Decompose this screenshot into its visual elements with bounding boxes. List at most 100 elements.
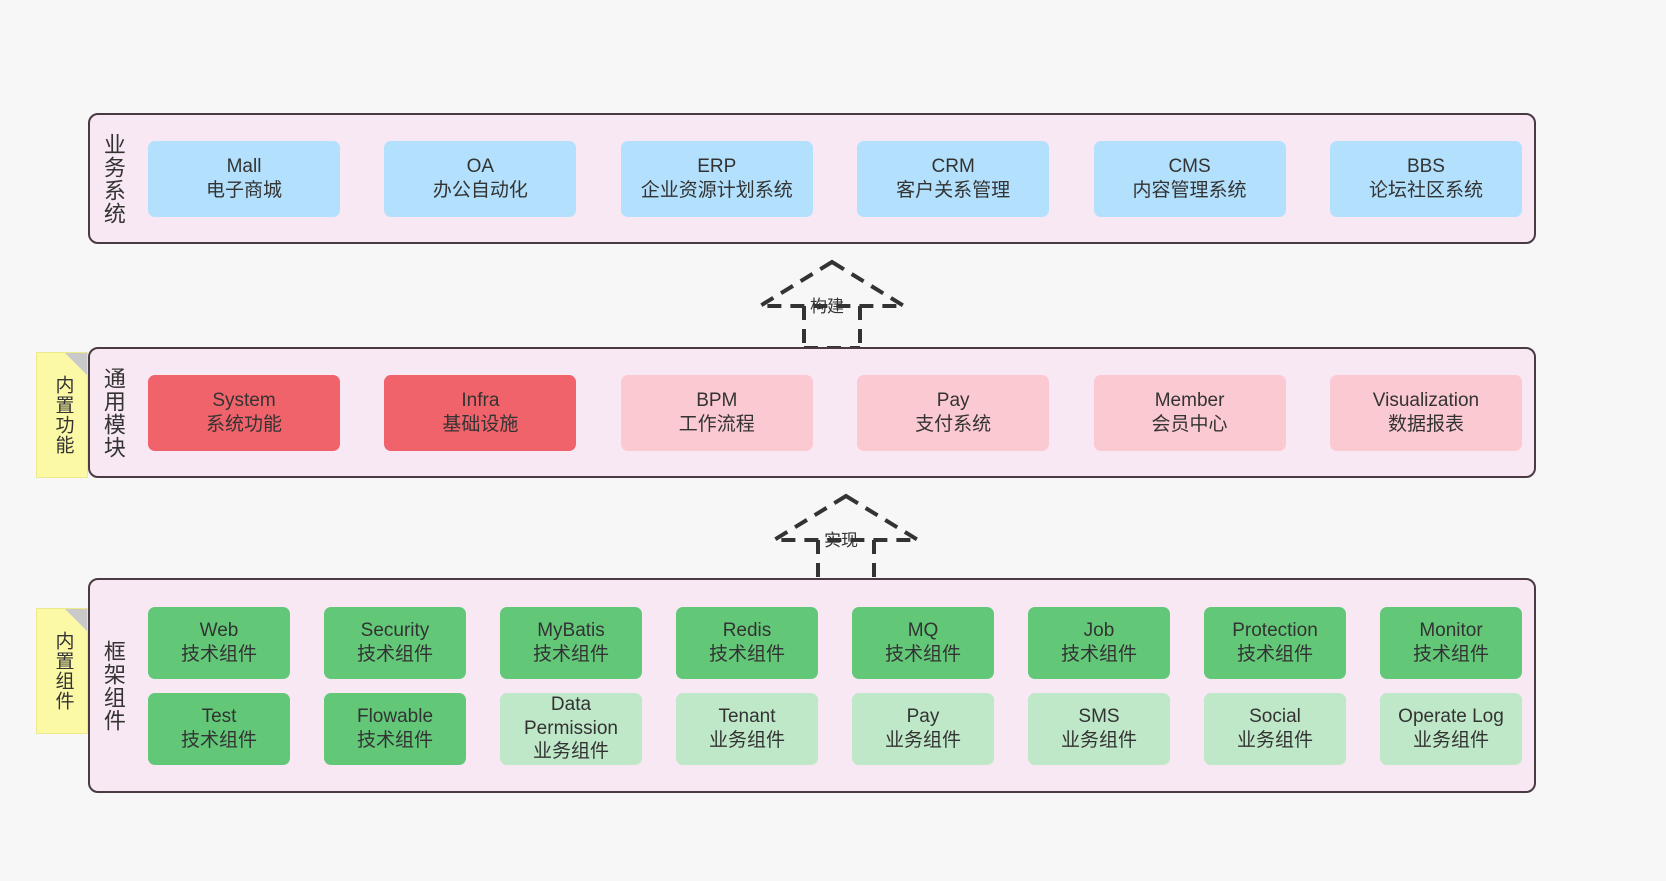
card-bbs[interactable]: BBS 论坛社区系统 bbox=[1329, 140, 1522, 217]
card-subtitle: 技术组件 bbox=[356, 643, 433, 665]
card-subtitle: 内容管理系统 bbox=[1132, 179, 1247, 201]
card-bpm[interactable]: BPM 工作流程 bbox=[620, 374, 813, 451]
card-title: Protection bbox=[1232, 619, 1318, 641]
card-title: Infra bbox=[461, 389, 500, 411]
sticky-note-text: 内置功能 bbox=[52, 375, 74, 455]
card-title: System bbox=[212, 389, 276, 411]
card-subtitle: 技术组件 bbox=[1060, 643, 1137, 665]
card-title: Monitor bbox=[1419, 619, 1483, 641]
card-row: System 系统功能 Infra 基础设施 BPM 工作流程 Pay 支付系统… bbox=[148, 374, 1522, 451]
card-redis[interactable]: Redis 技术组件 bbox=[676, 606, 818, 679]
sticky-note-text: 内置组件 bbox=[52, 631, 74, 711]
card-cms[interactable]: CMS 内容管理系统 bbox=[1093, 140, 1286, 217]
layer-label-framework-component: 框架组件 bbox=[100, 639, 126, 732]
card-title: MQ bbox=[907, 619, 939, 641]
card-protection[interactable]: Protection 技术组件 bbox=[1204, 606, 1346, 679]
layer-body-common-module: System 系统功能 Infra 基础设施 BPM 工作流程 Pay 支付系统… bbox=[136, 349, 1534, 476]
card-mybatis[interactable]: MyBatis 技术组件 bbox=[500, 606, 642, 679]
card-visualization[interactable]: Visualization 数据报表 bbox=[1329, 374, 1522, 451]
card-web[interactable]: Web 技术组件 bbox=[148, 606, 290, 679]
card-subtitle: 技术组件 bbox=[532, 643, 609, 665]
card-title: Mall bbox=[226, 155, 262, 177]
card-subtitle: 支付系统 bbox=[915, 413, 992, 435]
card-social[interactable]: Social 业务组件 bbox=[1204, 692, 1346, 765]
card-title: ERP bbox=[697, 155, 737, 177]
card-pay-component[interactable]: Pay 业务组件 bbox=[852, 692, 994, 765]
card-title: MyBatis bbox=[537, 619, 605, 641]
card-subtitle: 业务组件 bbox=[1412, 729, 1489, 751]
card-subtitle: 数据报表 bbox=[1387, 413, 1464, 435]
card-operate-log[interactable]: Operate Log 业务组件 bbox=[1380, 692, 1522, 765]
card-row: Mall 电子商城 OA 办公自动化 ERP 企业资源计划系统 CRM 客户关系… bbox=[148, 140, 1522, 217]
card-subtitle: 客户关系管理 bbox=[896, 179, 1011, 201]
connector-implement-label: 实现 bbox=[824, 531, 858, 550]
card-subtitle: 技术组件 bbox=[356, 729, 433, 751]
card-title: Web bbox=[199, 619, 239, 641]
connector-build: 构建 bbox=[752, 258, 912, 350]
card-subtitle: 系统功能 bbox=[205, 413, 282, 435]
card-subtitle: 技术组件 bbox=[180, 643, 257, 665]
card-subtitle: 技术组件 bbox=[1236, 643, 1313, 665]
card-tenant[interactable]: Tenant 业务组件 bbox=[676, 692, 818, 765]
card-title: Redis bbox=[722, 619, 772, 641]
card-sms[interactable]: SMS 业务组件 bbox=[1028, 692, 1170, 765]
card-mq[interactable]: MQ 技术组件 bbox=[852, 606, 994, 679]
card-crm[interactable]: CRM 客户关系管理 bbox=[857, 140, 1050, 217]
card-row-business: Test 技术组件 Flowable 技术组件 Data Permission … bbox=[148, 692, 1522, 765]
card-subtitle: 企业资源计划系统 bbox=[640, 179, 793, 201]
card-subtitle: 技术组件 bbox=[708, 643, 785, 665]
card-title: Pay bbox=[936, 389, 970, 411]
layer-body-business-system: Mall 电子商城 OA 办公自动化 ERP 企业资源计划系统 CRM 客户关系… bbox=[136, 115, 1534, 242]
card-oa[interactable]: OA 办公自动化 bbox=[384, 140, 577, 217]
card-subtitle: 会员中心 bbox=[1151, 413, 1228, 435]
card-erp[interactable]: ERP 企业资源计划系统 bbox=[620, 140, 813, 217]
card-title: Visualization bbox=[1372, 389, 1480, 411]
card-title: Pay bbox=[906, 705, 940, 727]
card-title: Data Permission bbox=[524, 694, 618, 739]
card-subtitle: 电子商城 bbox=[205, 179, 282, 201]
card-job[interactable]: Job 技术组件 bbox=[1028, 606, 1170, 679]
card-mall[interactable]: Mall 电子商城 bbox=[148, 140, 340, 217]
card-title: BPM bbox=[696, 389, 738, 411]
card-flowable[interactable]: Flowable 技术组件 bbox=[324, 692, 466, 765]
card-security[interactable]: Security 技术组件 bbox=[324, 606, 466, 679]
card-subtitle: 业务组件 bbox=[532, 741, 609, 763]
card-subtitle: 工作流程 bbox=[678, 413, 755, 435]
card-subtitle: 业务组件 bbox=[884, 729, 961, 751]
layer-body-framework-component: Web 技术组件 Security 技术组件 MyBatis 技术组件 Redi… bbox=[136, 580, 1534, 791]
layer-label-business-system: 业务系统 bbox=[100, 132, 126, 225]
card-member[interactable]: Member 会员中心 bbox=[1093, 374, 1286, 451]
card-infra[interactable]: Infra 基础设施 bbox=[384, 374, 577, 451]
card-title: Flowable bbox=[356, 705, 434, 727]
card-title: Security bbox=[360, 619, 430, 641]
connector-build-label: 构建 bbox=[810, 297, 844, 316]
card-test[interactable]: Test 技术组件 bbox=[148, 692, 290, 765]
card-monitor[interactable]: Monitor 技术组件 bbox=[1380, 606, 1522, 679]
sticky-note-builtin-component: 内置组件 bbox=[36, 608, 88, 734]
card-subtitle: 技术组件 bbox=[884, 643, 961, 665]
card-title: Test bbox=[201, 705, 237, 727]
card-subtitle: 技术组件 bbox=[1412, 643, 1489, 665]
card-subtitle: 办公自动化 bbox=[432, 179, 528, 201]
sticky-note-builtin-function: 内置功能 bbox=[36, 352, 88, 478]
card-title: Social bbox=[1249, 705, 1301, 727]
card-row-technical: Web 技术组件 Security 技术组件 MyBatis 技术组件 Redi… bbox=[148, 606, 1522, 679]
card-system[interactable]: System 系统功能 bbox=[148, 374, 340, 451]
card-title: Member bbox=[1154, 389, 1225, 411]
card-title: OA bbox=[466, 155, 495, 177]
card-title: CRM bbox=[931, 155, 975, 177]
card-title: SMS bbox=[1078, 705, 1120, 727]
card-subtitle: 业务组件 bbox=[1236, 729, 1313, 751]
card-title: Operate Log bbox=[1398, 705, 1504, 727]
card-data-permission[interactable]: Data Permission 业务组件 bbox=[500, 692, 642, 765]
card-subtitle: 论坛社区系统 bbox=[1368, 179, 1483, 201]
card-pay-module[interactable]: Pay 支付系统 bbox=[857, 374, 1050, 451]
card-subtitle: 基础设施 bbox=[442, 413, 519, 435]
connector-implement: 实现 bbox=[766, 492, 926, 584]
card-title: CMS bbox=[1168, 155, 1211, 177]
layer-framework-component: 框架组件 Web 技术组件 Security 技术组件 MyBatis 技术组件… bbox=[88, 578, 1536, 793]
card-title: Job bbox=[1083, 619, 1115, 641]
card-title: BBS bbox=[1406, 155, 1445, 177]
card-subtitle: 业务组件 bbox=[1060, 729, 1137, 751]
